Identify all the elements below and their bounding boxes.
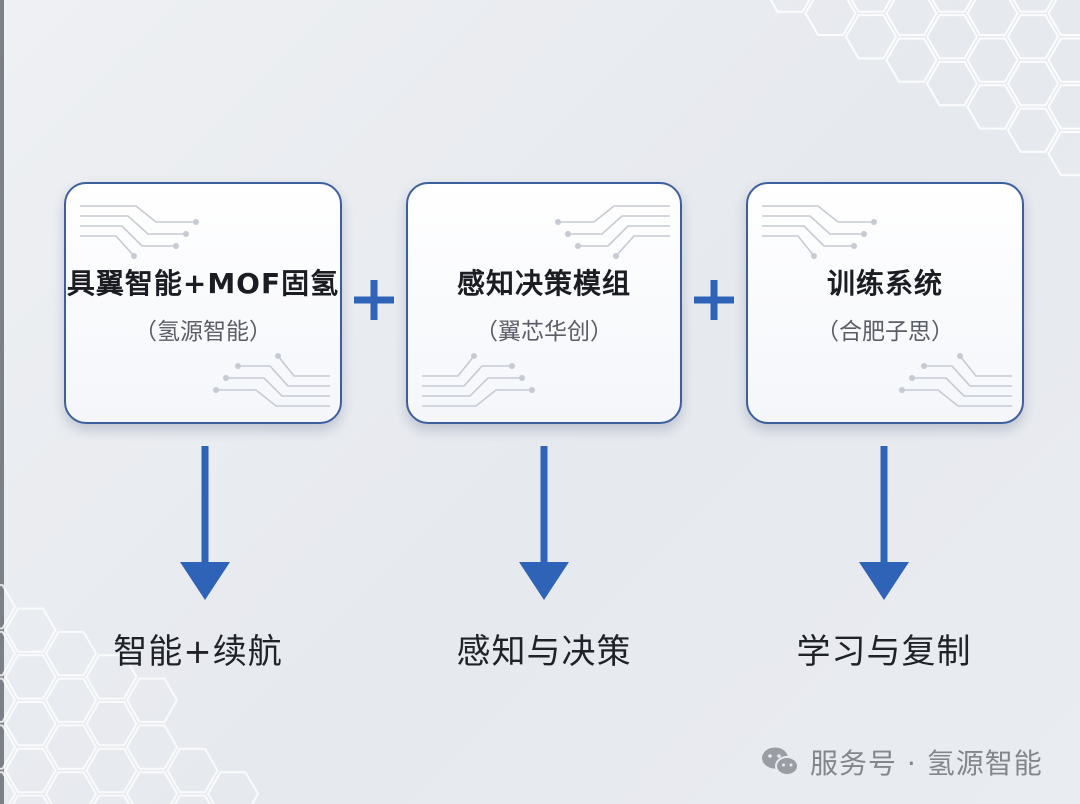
module-card-hydrogen: 具翼智能+MOF固氢 （氢源智能） — [64, 182, 342, 424]
down-arrow-icon — [859, 446, 909, 600]
module-company: （翼芯华创） — [475, 319, 613, 345]
wechat-icon — [762, 747, 799, 776]
down-arrow-icon — [180, 446, 230, 600]
module-card-training: 训练系统 （合肥子思） — [746, 182, 1024, 424]
module-card-perception: 感知决策模组 （翼芯华创） — [406, 182, 682, 424]
circuit-pattern-icon — [762, 205, 1012, 407]
module-title: 训练系统 — [826, 267, 943, 300]
circuit-pattern-icon — [80, 205, 330, 407]
watermark-text: 服务号 · 氢源智能 — [810, 747, 1043, 780]
left-edge-strip — [0, 0, 4, 804]
plus-connector-icon — [354, 280, 394, 320]
outcome-label: 智能+续航 — [113, 632, 283, 672]
circuit-pattern-icon — [422, 205, 670, 407]
module-company: （合肥子思） — [816, 319, 954, 345]
module-company: （氢源智能） — [134, 319, 272, 345]
module-title: 感知决策模组 — [456, 267, 631, 300]
watermark: 服务号 · 氢源智能 — [760, 740, 1043, 784]
module-title: 具翼智能+MOF固氢 — [66, 267, 340, 300]
outcome-label: 学习与复制 — [796, 632, 972, 672]
down-arrow-icon — [519, 446, 569, 600]
plus-connector-icon — [694, 280, 734, 320]
outcome-label: 感知与决策 — [456, 632, 632, 672]
